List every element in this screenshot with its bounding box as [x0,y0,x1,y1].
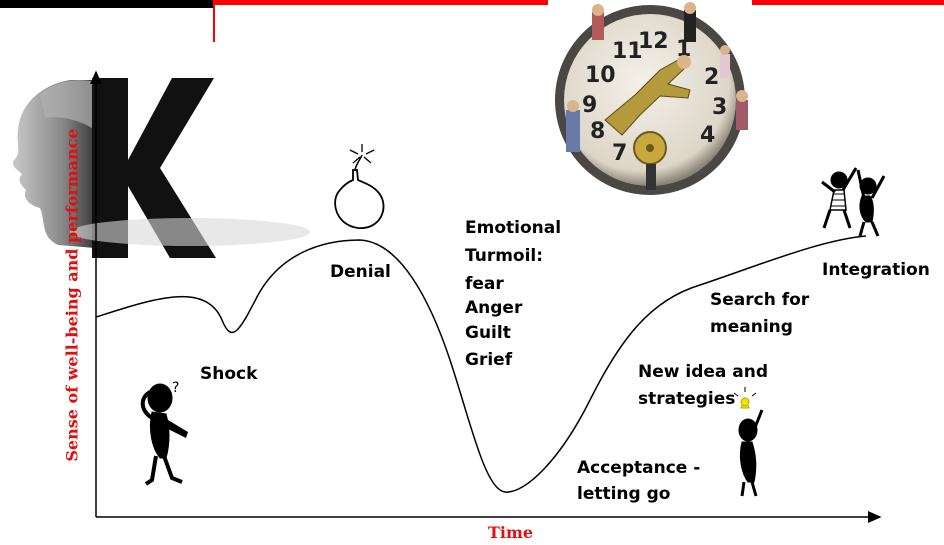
clock-number-9: 9 [582,93,597,118]
turmoil-line: fear [465,274,504,294]
y-axis-label: Sense of well-being and performance [62,128,82,462]
change-curve [95,235,867,493]
k-shadow [70,218,310,246]
clock-number-4: 4 [700,123,715,148]
top-bar-black [0,0,213,8]
clock-figures [566,2,748,190]
turmoil-line: Anger [465,298,523,318]
turmoil-line: Emotional [465,218,562,238]
clock-number-1: 1 [676,37,691,62]
bomb-icon [334,144,385,229]
clock-number-7: 7 [612,141,627,166]
clock-number-11: 11 [612,39,643,64]
question-mark: ? [172,380,179,396]
new-ideas-line: strategies [638,389,736,409]
top-bar-gap [548,0,752,5]
clock-number-8: 8 [590,119,605,144]
clock-number-3: 3 [712,95,727,120]
celebrating-pair-icon [821,167,886,237]
clock-number-2: 2 [704,65,719,90]
stage-label-shock: Shock [200,364,258,384]
confused-figure-icon: ? [140,380,188,486]
acceptance-line: Acceptance - [577,458,701,478]
face-silhouette [12,80,96,248]
turmoil-line: Grief [465,350,513,370]
x-axis-label: Time [488,523,534,542]
top-bar-tick [213,0,215,42]
stage-label-integration: Integration [822,260,930,280]
turmoil-line: Turmoil: [465,246,544,266]
stage-label-denial: Denial [330,262,391,282]
acceptance-line: letting go [577,484,671,504]
face-k-clipart: K [12,78,310,258]
turmoil-line: Guilt [465,323,511,343]
k-letter [92,78,216,258]
new-ideas-line: New idea and [638,362,769,382]
clock-clipart: 10 11 12 1 2 3 4 9 8 7 [555,2,748,195]
search-line: meaning [710,317,793,337]
search-line: Search for [710,290,810,310]
clock-number-10: 10 [585,63,616,88]
clock-person [604,59,691,136]
idea-figure-icon [733,387,764,497]
face-hair [40,80,95,130]
clock-number-12: 12 [638,29,669,54]
clock-person-head [677,55,691,69]
